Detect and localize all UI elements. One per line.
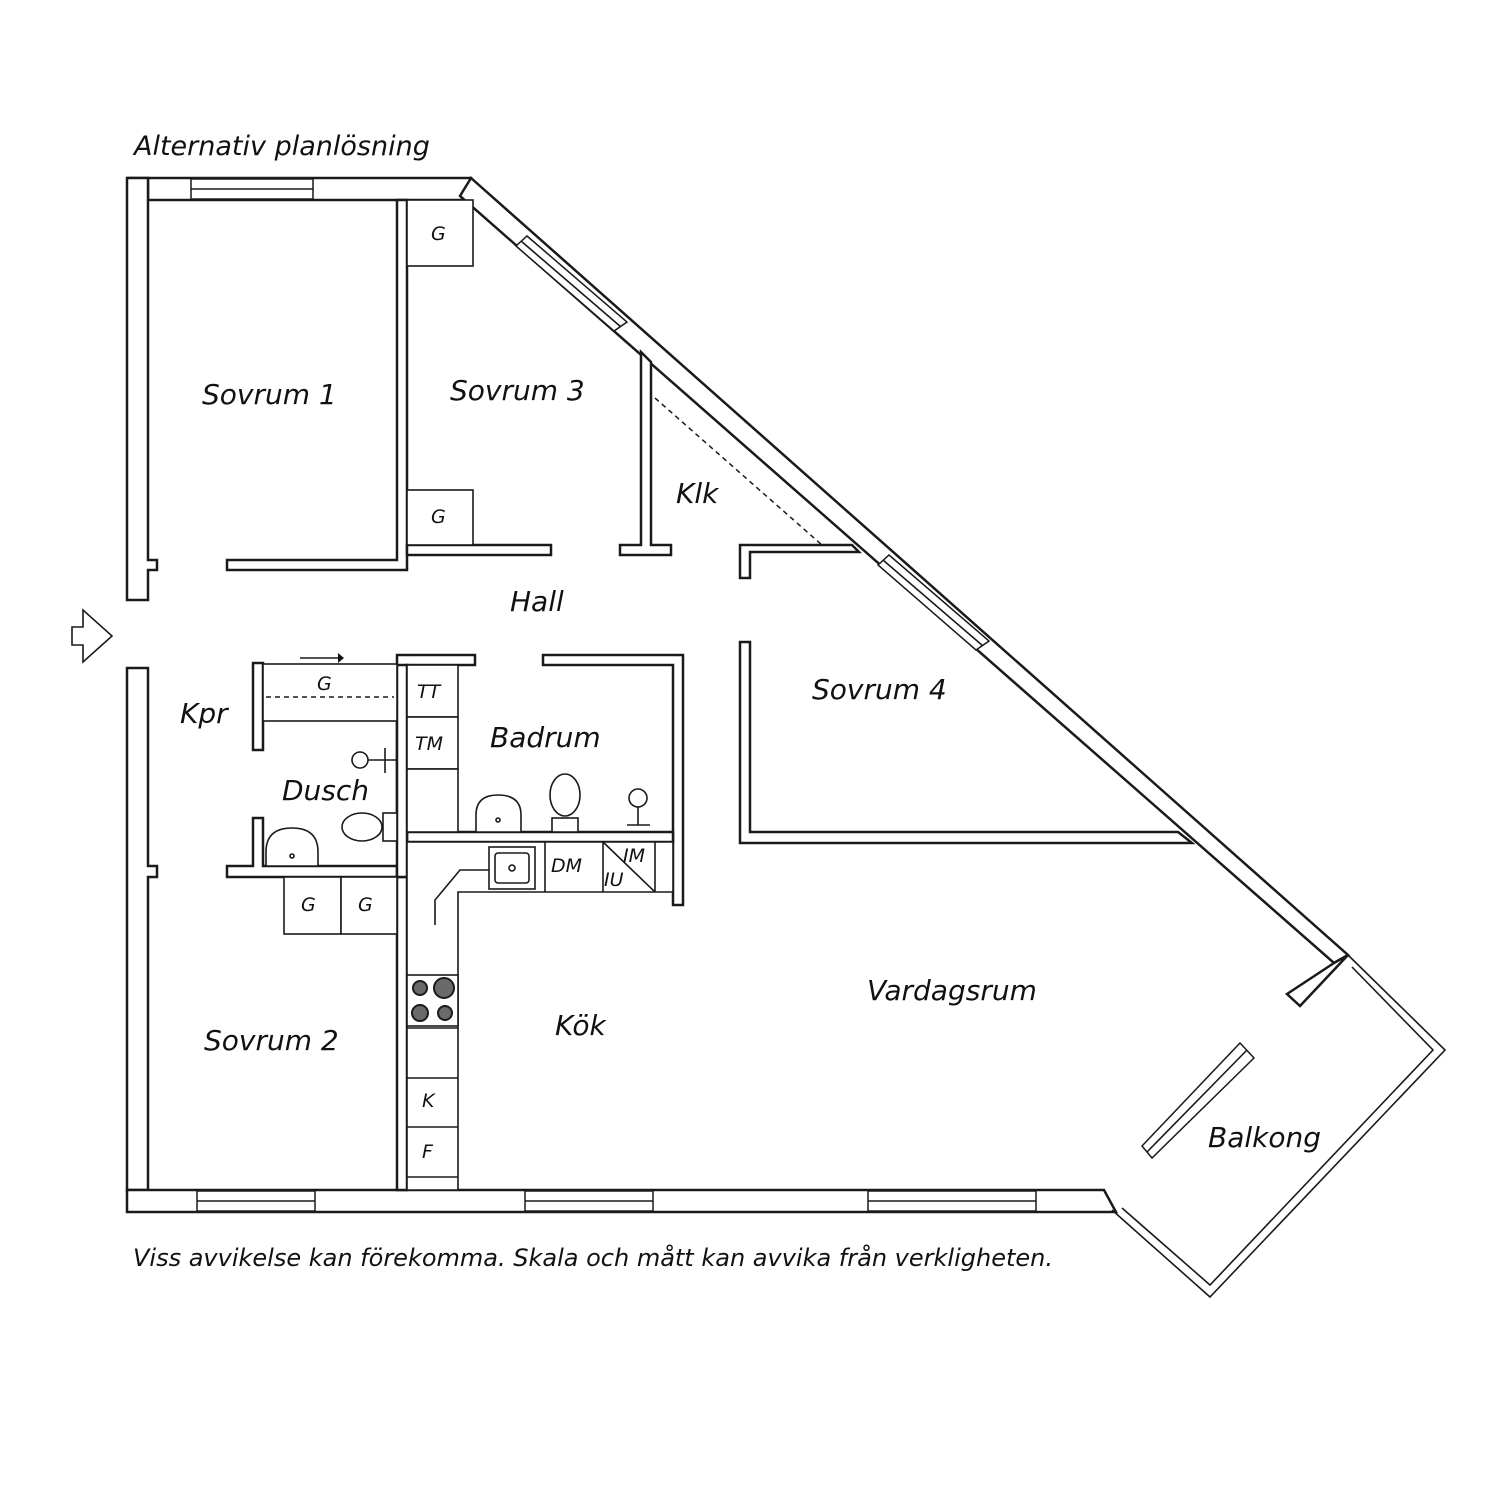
room-label-klk: Klk: [676, 477, 720, 510]
room-label-vardagsrum: Vardagsrum: [867, 974, 1037, 1007]
interior-walls: [225, 198, 1196, 1192]
ice-machine-label: IM: [623, 845, 645, 867]
room-label-sovrum-2: Sovrum 2: [204, 1024, 339, 1057]
washing-machine-label: TM: [415, 733, 443, 755]
refrigerator-label: K: [422, 1090, 436, 1112]
room-label-sovrum-3: Sovrum 3: [450, 374, 585, 407]
room-label-sovrum-4: Sovrum 4: [812, 673, 947, 706]
tumble-dryer-label: TT: [417, 681, 442, 703]
room-label-sovrum-1: Sovrum 1: [202, 378, 337, 411]
room-label-kok: Kök: [555, 1009, 607, 1042]
room-label-kpr: Kpr: [180, 697, 229, 730]
room-labels: Sovrum 1 Sovrum 3 Klk Hall Sovrum 4 Kpr …: [180, 374, 1321, 1154]
disclaimer-text: Viss avvikelse kan förekomma. Skala och …: [133, 1243, 1053, 1272]
ice-unit-label: IU: [604, 869, 624, 891]
room-label-badrum: Badrum: [490, 721, 601, 754]
wardrobe-label: G: [317, 673, 332, 695]
wardrobe-label: G: [358, 894, 373, 916]
freezer-label: F: [422, 1141, 434, 1163]
wardrobe-label: G: [431, 506, 446, 528]
plan-title: Alternativ planlösning: [132, 131, 430, 162]
fixture-labels: G G G G G TT TM DM IM IU K F: [301, 223, 645, 1163]
room-label-balkong: Balkong: [1208, 1121, 1321, 1154]
wardrobe-label: G: [301, 894, 316, 916]
room-label-hall: Hall: [510, 585, 564, 618]
windows: [190, 178, 1256, 1212]
wardrobe-label: G: [431, 223, 446, 245]
fixtures: [71, 199, 823, 1191]
room-label-dusch: Dusch: [282, 774, 369, 807]
dishwasher-label: DM: [551, 855, 582, 877]
